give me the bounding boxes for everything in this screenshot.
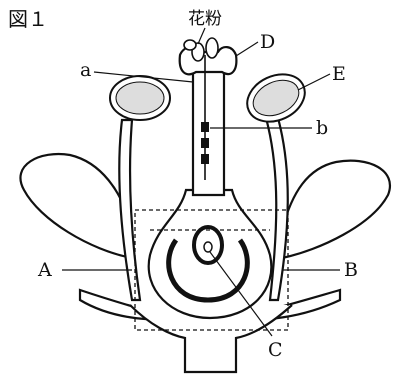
sperm-cell-3: [201, 154, 209, 164]
label-B: B: [344, 259, 358, 281]
label-pollen: 花粉: [188, 9, 222, 29]
D-leader-line: [236, 42, 258, 56]
label-A: A: [37, 259, 52, 281]
label-D: D: [260, 31, 275, 53]
ovule-center: [204, 242, 212, 252]
pollen-grain: [184, 40, 196, 50]
pollen-leader-line: [198, 28, 205, 44]
sperm-cell-1: [201, 122, 209, 132]
label-E: E: [332, 63, 346, 85]
left-anther: [110, 76, 170, 120]
right-anther: [240, 65, 313, 130]
stigma-lobe-right: [206, 38, 218, 58]
label-C: C: [268, 339, 283, 361]
E-leader-line: [298, 74, 330, 90]
left-petal: [20, 154, 132, 258]
label-a: a: [80, 59, 91, 81]
figure-title: 図１: [8, 7, 48, 31]
sperm-cell-2: [201, 138, 209, 148]
right-petal: [282, 161, 390, 258]
style: [193, 70, 224, 195]
label-b: b: [316, 117, 328, 139]
